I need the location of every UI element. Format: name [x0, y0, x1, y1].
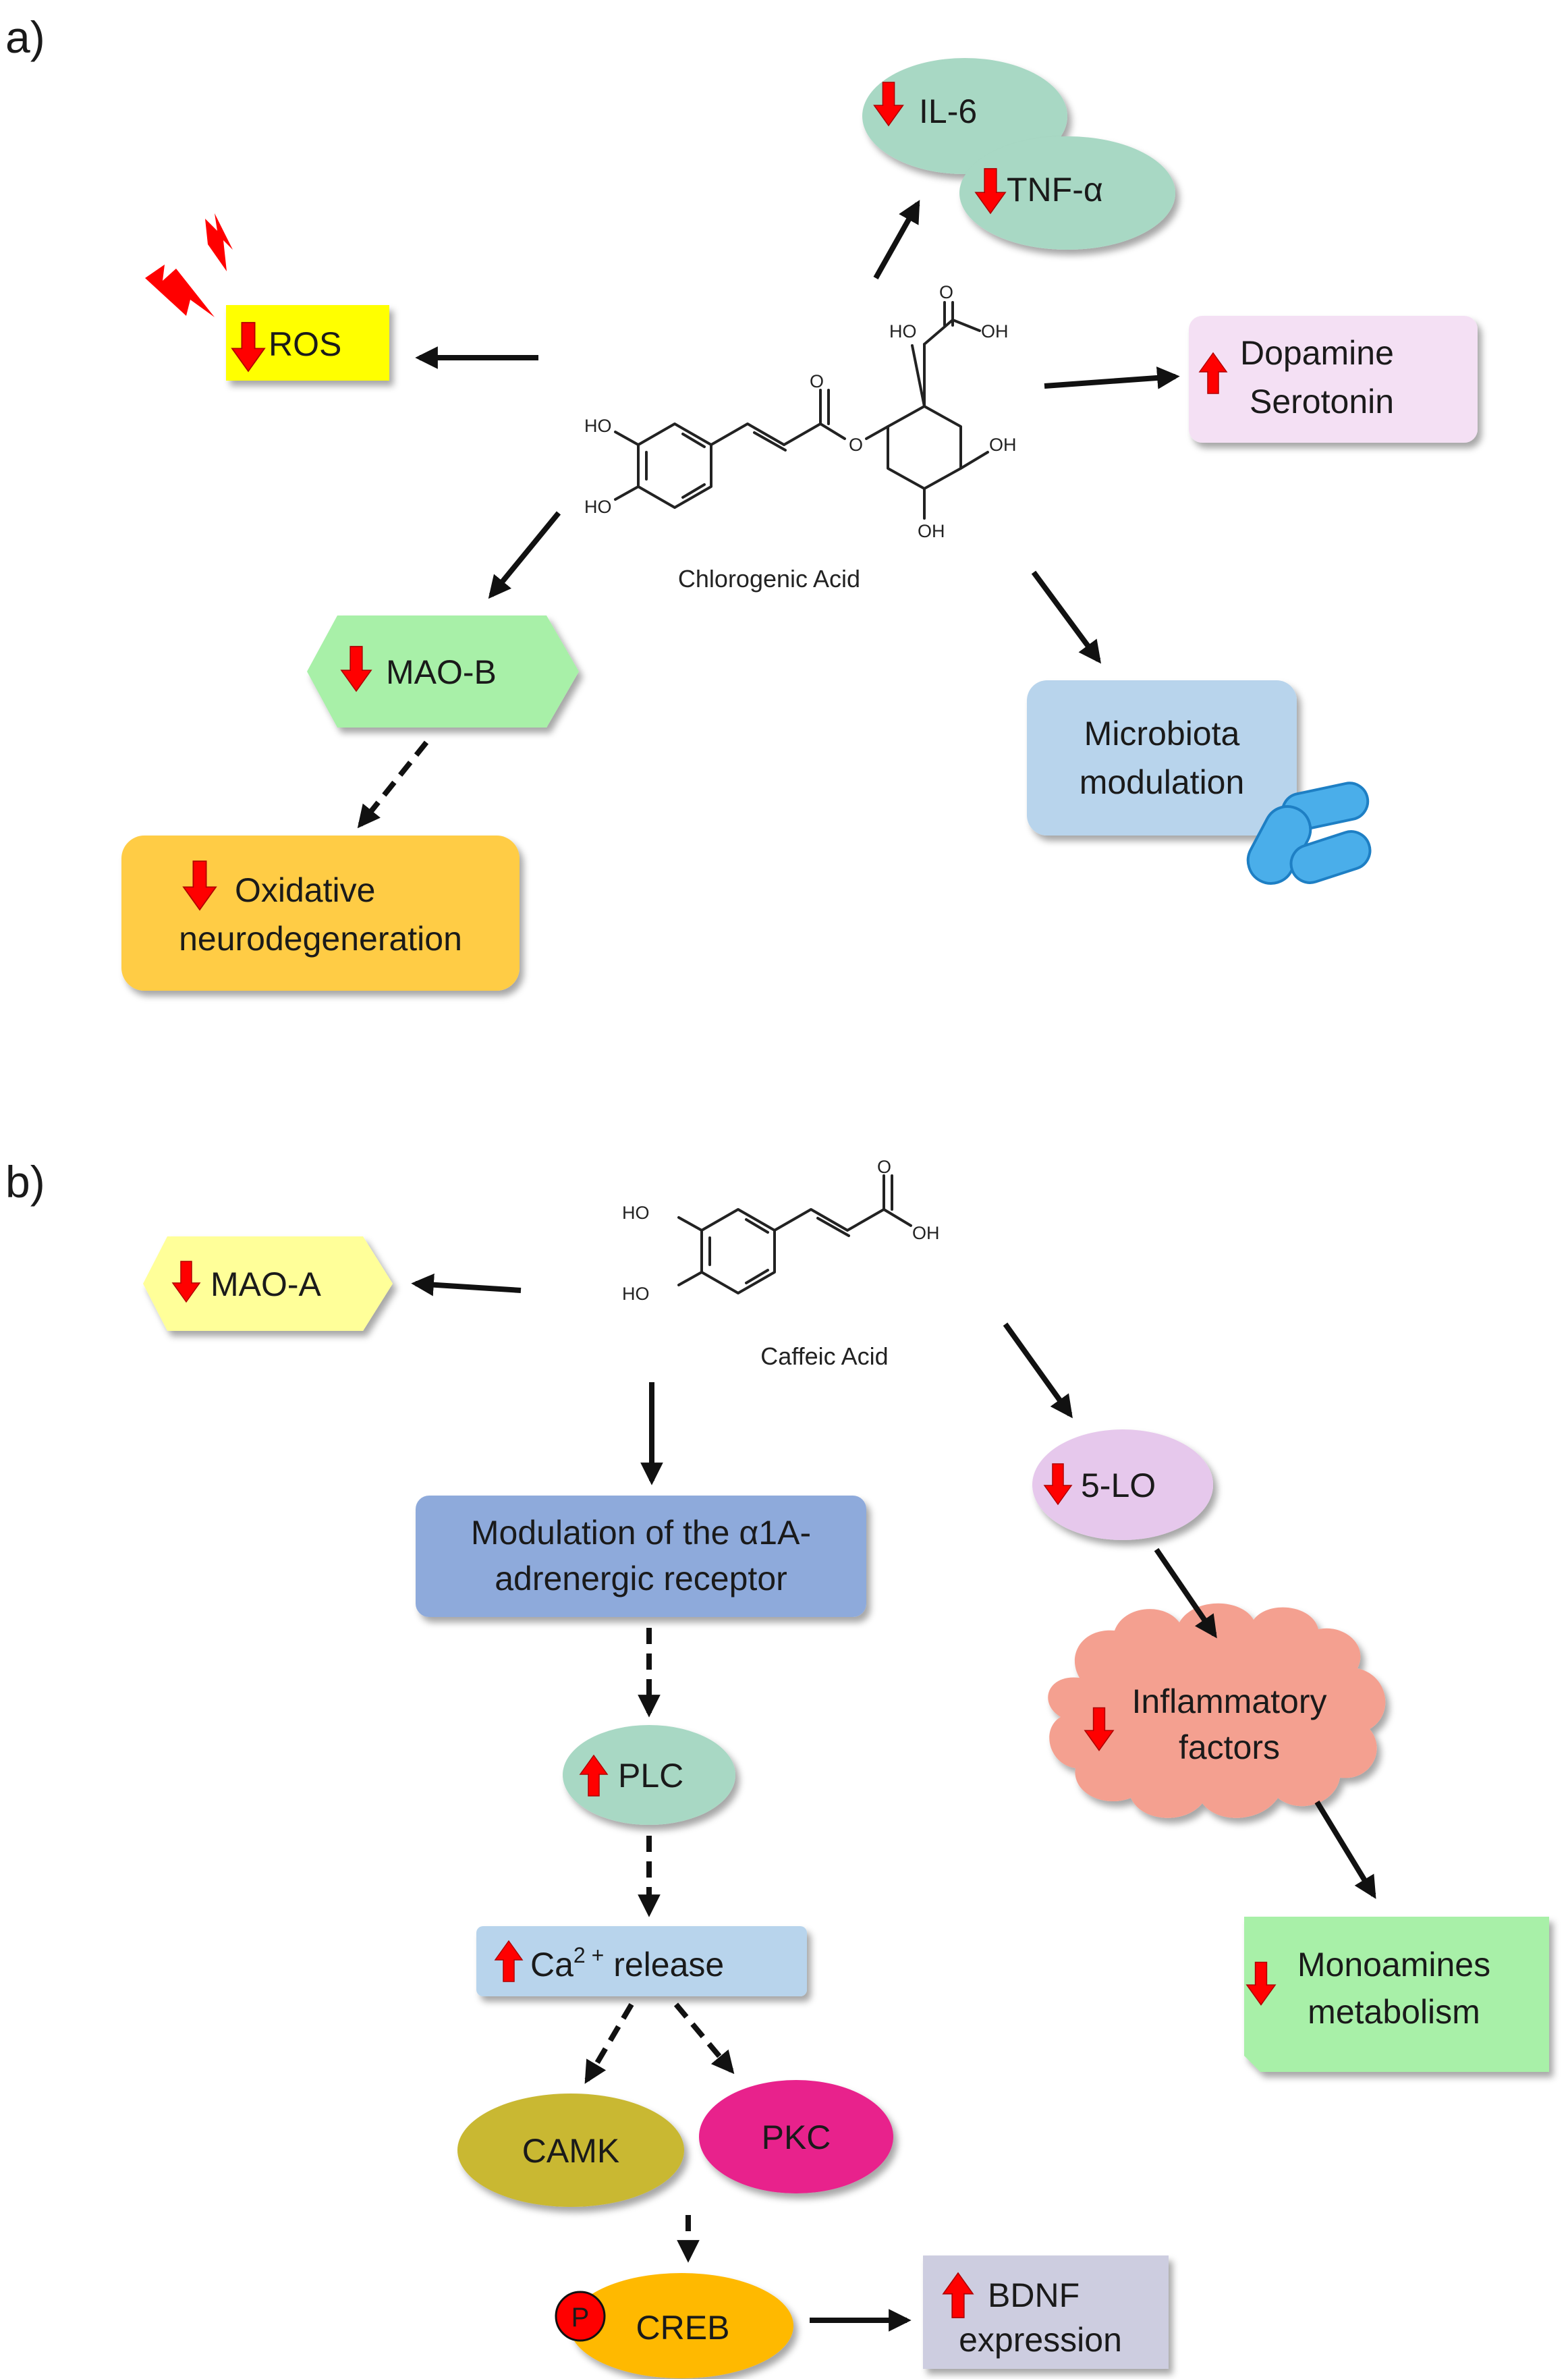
oxidative-label: Oxidative [235, 871, 375, 909]
atom-o: O [877, 1157, 891, 1177]
lightning-bolt-icon [205, 213, 233, 271]
neurodegeneration-label: neurodegeneration [179, 920, 462, 958]
caffeic-acid-structure: HO HO O OH [622, 1157, 940, 1304]
atom-ho: HO [889, 321, 917, 341]
pkc-label: PKC [762, 2118, 831, 2156]
arrow-to-mao-b [488, 511, 561, 599]
arrow-to-mao-a [411, 1273, 522, 1296]
inflammatory-factors-node [1048, 1603, 1386, 1818]
camk-label: CAMK [522, 2132, 619, 2170]
arrow-to-5-lo [1003, 1322, 1073, 1419]
serotonin-label: Serotonin [1250, 383, 1394, 420]
microbiota-modulation-node [1027, 680, 1297, 836]
dopamine-label: Dopamine [1240, 334, 1394, 372]
mao-b-label: MAO-B [386, 653, 497, 691]
arrow-to-dopamine [1044, 366, 1180, 389]
ca-charge: 2 + [573, 1943, 604, 1967]
atom-o: O [939, 282, 953, 302]
factors-label: factors [1179, 1728, 1280, 1766]
oxidative-neurodegeneration-node [121, 836, 520, 991]
mao-a-node [143, 1236, 393, 1331]
arrow-to-monoamines [1314, 1800, 1376, 1899]
chlorogenic-acid-label: Chlorogenic Acid [678, 565, 860, 593]
ca-release-node [476, 1926, 807, 1996]
5-lo-label: 5-LO [1081, 1467, 1156, 1504]
phospho-badge [555, 2291, 606, 2342]
creb-node [569, 2273, 793, 2378]
5-lo-node [1032, 1429, 1213, 1540]
dashed-arrow-to-pkc [673, 2002, 735, 2075]
monoamines-metabolism-node [1244, 1917, 1549, 2072]
plc-label: PLC [618, 1757, 683, 1795]
panel-a-label: a) [5, 12, 45, 62]
dashed-arrow-to-camk [584, 2002, 634, 2084]
tnf-alpha-label: TNF-α [1007, 171, 1103, 209]
dashed-arrow-to-oxidative [357, 740, 429, 829]
ros-label: ROS [269, 325, 341, 363]
metabolism-label: metabolism [1308, 1993, 1480, 2031]
bacteria-icon [1246, 782, 1372, 885]
ca-release-label: Ca2 + release [530, 1943, 724, 1984]
tnf-alpha-node [959, 136, 1175, 250]
atom-oh: OH [981, 321, 1009, 341]
inflammatory-label: Inflammatory [1132, 1683, 1327, 1720]
ca-symbol: Ca [530, 1946, 573, 1984]
caffeic-acid-label: Caffeic Acid [760, 1342, 888, 1370]
atom-oh: OH [918, 521, 945, 541]
atom-o: O [849, 435, 863, 455]
mao-b-node [307, 616, 579, 728]
atom-oh: OH [912, 1223, 940, 1243]
expression-label: expression [959, 2321, 1122, 2359]
atom-ho: HO [584, 416, 612, 436]
il6-label: IL-6 [919, 92, 977, 130]
microbiota-label: Microbiota [1084, 715, 1240, 753]
mao-a-label: MAO-A [211, 1265, 322, 1303]
phospho-label: P [571, 2303, 590, 2332]
arrow-to-microbiota [1031, 570, 1101, 664]
monoamines-label: Monoamines [1297, 1946, 1490, 1984]
bdnf-label: BDNF [988, 2276, 1080, 2314]
atom-ho: HO [622, 1284, 650, 1304]
modulation-label: modulation [1080, 763, 1245, 801]
camk-node [457, 2094, 684, 2207]
dopamine-serotonin-node [1189, 316, 1478, 443]
lightning-bolt-icon [145, 265, 215, 317]
alpha1a-receptor-node [416, 1496, 866, 1617]
panel-b-label: b) [5, 1157, 45, 1207]
atom-ho: HO [622, 1203, 650, 1223]
ca-release-text: release [604, 1946, 724, 1984]
arrow-to-il6 [873, 200, 920, 279]
plc-node [563, 1725, 735, 1825]
alpha1a-label-line2: adrenergic receptor [495, 1560, 787, 1597]
atom-ho: HO [584, 497, 612, 517]
alpha1a-label-line1: Modulation of the α1A- [471, 1514, 811, 1552]
pkc-node [699, 2080, 893, 2193]
arrow-to-inflammatory [1154, 1548, 1217, 1639]
atom-o: O [810, 371, 824, 391]
creb-label: CREB [636, 2309, 730, 2347]
chlorogenic-acid-structure: HO HO O O HO O OH OH OH [584, 282, 1017, 541]
atom-oh: OH [989, 435, 1017, 455]
